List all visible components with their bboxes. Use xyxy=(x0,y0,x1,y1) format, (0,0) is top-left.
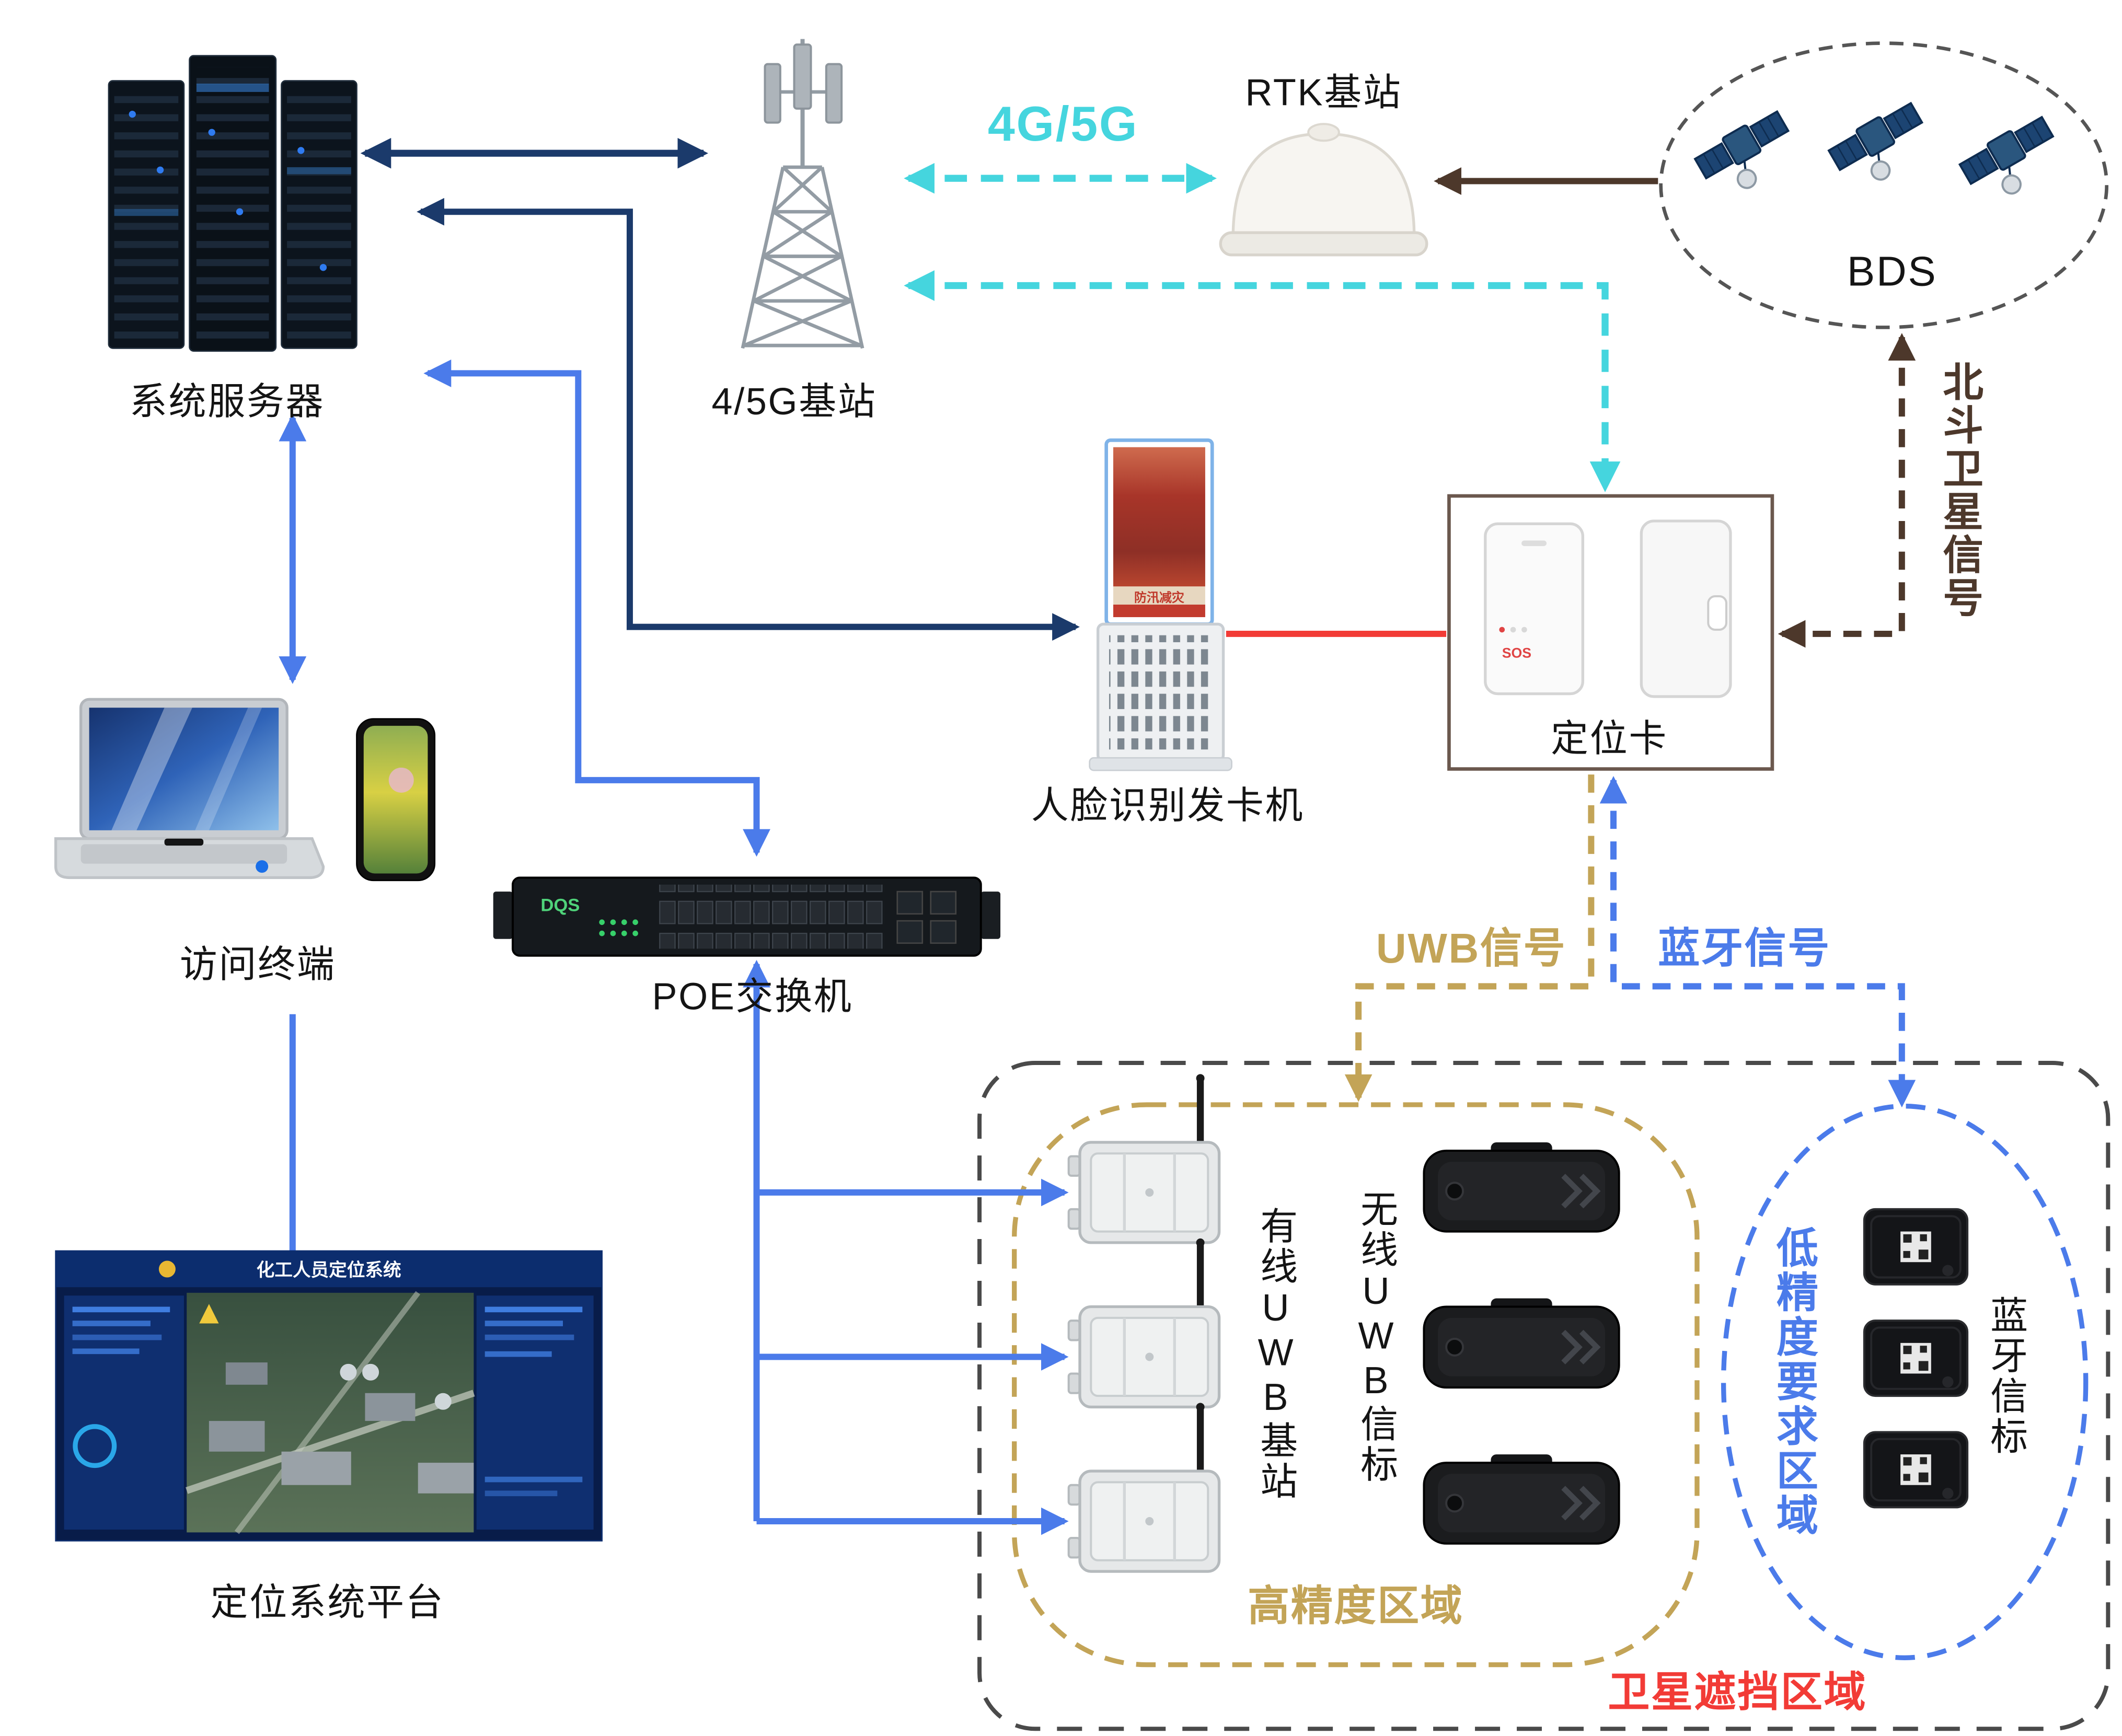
arrow-tower-locatorcard xyxy=(904,270,1621,492)
platform-screen-title: 化工人员定位系统 xyxy=(257,1260,401,1280)
bluetooth-signal-label: 蓝牙信号 xyxy=(1658,926,1831,973)
arrow-bluetooth-signal xyxy=(1599,776,1916,1108)
rtk-dome-illustration xyxy=(1219,123,1428,257)
kiosk-screen-text: 防汛减灾 xyxy=(1134,591,1184,605)
server-label: 系统服务器 xyxy=(129,381,325,423)
bds-label: BDS xyxy=(1847,249,1938,296)
arrow-bds-locatorcard xyxy=(1778,333,1916,648)
bluetooth-beacons-illustration xyxy=(1863,1208,1969,1509)
base-station-label: 4/5G基站 xyxy=(711,381,877,423)
wireless-uwb-label: 无线UWB信标 xyxy=(1355,1189,1397,1485)
server-illustration xyxy=(108,55,357,352)
poe-logo-text: DQS xyxy=(540,895,580,915)
platform-illustration: 化工人员定位系统 xyxy=(55,1250,603,1542)
low-precision-zone xyxy=(1721,1103,2089,1660)
arrow-server-poe xyxy=(423,360,770,857)
high-precision-zone xyxy=(1012,1102,1700,1668)
satellite-block-label: 卫星遮挡区域 xyxy=(1608,1670,1867,1717)
bds-constellation-zone xyxy=(1659,41,2109,329)
low-precision-label: 低精度要求区域 xyxy=(1769,1225,1816,1538)
locator-card-label: 定位卡 xyxy=(1551,718,1668,760)
kiosk-illustration: 防汛减灾 xyxy=(1089,438,1232,771)
rtk-label: RTK基站 xyxy=(1245,72,1402,114)
g45-signal-label: 4G/5G xyxy=(987,97,1139,152)
card-sos-text: SOS xyxy=(1502,645,1531,661)
poe-switch-illustration: DQS xyxy=(493,876,1001,957)
poe-label: POE交换机 xyxy=(652,976,853,1018)
phone-illustration xyxy=(356,718,436,882)
uwb-signal-label: UWB信号 xyxy=(1376,926,1567,973)
platform-label: 定位系统平台 xyxy=(210,1582,445,1624)
kiosk-label: 人脸识别发卡机 xyxy=(1031,785,1305,827)
bt-beacon-label: 蓝牙信标 xyxy=(1985,1295,2027,1457)
arrow-uwb-signal xyxy=(1344,774,1595,1102)
wireless-uwb-tags-illustration xyxy=(1424,1142,1619,1544)
wired-uwb-label: 有线UWB基站 xyxy=(1254,1206,1297,1502)
satellite-block-zone xyxy=(977,1061,2111,1731)
wired-uwb-stations-illustration xyxy=(1069,1074,1219,1571)
high-precision-label: 高精度区域 xyxy=(1248,1584,1464,1630)
laptop-illustration xyxy=(54,698,325,879)
terminal-label: 访问终端 xyxy=(179,944,336,986)
locator-card-illustration: SOS xyxy=(1447,494,1774,771)
beidou-signal-label: 北斗卫星信号 xyxy=(1936,361,1981,620)
bds-satellites-illustration xyxy=(1692,98,2069,211)
cell-tower-illustration xyxy=(741,39,864,349)
